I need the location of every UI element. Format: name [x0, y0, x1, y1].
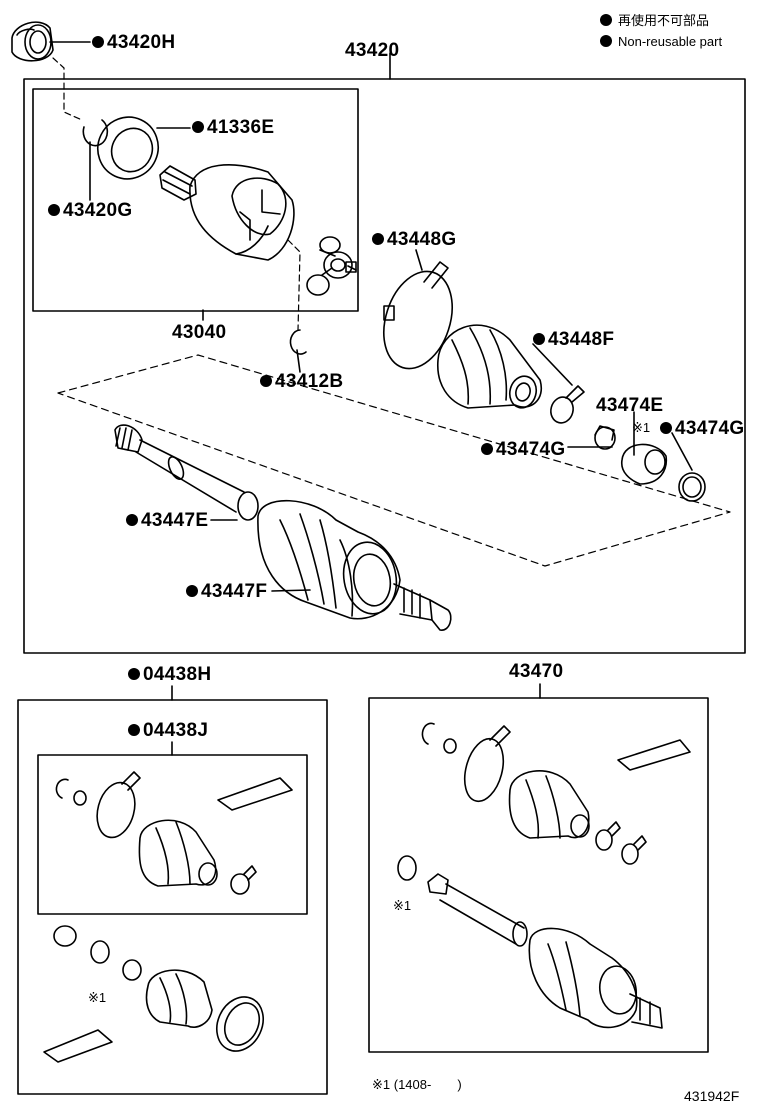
label-43447F: 43447F [186, 582, 267, 602]
boot-43420H-icon [11, 21, 54, 62]
label-43474E: 43474E [596, 395, 664, 416]
bullet-icon [600, 14, 612, 26]
frame-43040 [32, 88, 359, 312]
frame-04438H [17, 699, 328, 1095]
frame-04438J [37, 754, 308, 915]
label-43040: 43040 [172, 322, 227, 343]
kit-04438H-parts-icon [43, 925, 264, 1063]
legend-non-reusable-en: Non-reusable part [600, 33, 722, 51]
snap-ring-43420G-icon [82, 119, 109, 147]
figure-code: 431942F [684, 1088, 740, 1104]
bullet-icon [126, 514, 138, 526]
bullet-icon [48, 204, 60, 216]
label-43420H: 43420H [92, 33, 175, 53]
label-43470: 43470 [509, 661, 564, 682]
bullet-icon [128, 668, 140, 680]
label-43420: 43420 [345, 40, 400, 61]
bullet-icon [186, 585, 198, 597]
label-43412B: 43412B [260, 372, 343, 392]
bullet-icon [192, 121, 204, 133]
dashed-area [57, 354, 731, 567]
label-04438J: 04438J [128, 721, 208, 741]
clamp-43448F-icon [550, 385, 585, 424]
legend-non-reusable-jp: 再使用不可部品 [600, 12, 709, 30]
label-43420G: 43420G [48, 201, 132, 221]
drive-shaft-icon [114, 424, 452, 631]
label-41336E: 41336E [192, 118, 274, 138]
inner-boot-icon [437, 324, 543, 409]
label-43447E: 43447E [126, 511, 208, 531]
frame-43470 [368, 697, 709, 1053]
bullet-icon [128, 724, 140, 736]
label-43448F: 43448F [533, 330, 614, 350]
bullet-icon [481, 443, 493, 455]
label-43474G-left: 43474G [481, 440, 565, 460]
dust-cover-43474E-icon [620, 443, 668, 485]
kit-04438J-parts-icon [55, 771, 293, 895]
bullet-icon [260, 375, 272, 387]
label-04438H: 04438H [128, 665, 211, 685]
joint-housing-icon [159, 164, 295, 261]
ring-43474G-right-icon [678, 472, 706, 502]
bullet-icon [533, 333, 545, 345]
note-mark-3: ※1 [393, 898, 412, 913]
bullet-icon [660, 422, 672, 434]
ring-43474G-left-icon [594, 425, 616, 450]
label-43474G-right: 43474G [660, 419, 744, 439]
note-mark-2: ※1 [88, 990, 107, 1005]
seal-41336E-icon [97, 116, 159, 180]
clip-43412B-icon [289, 329, 307, 355]
kit-43470-parts-icon [397, 722, 691, 1029]
note-mark-1: ※1 [632, 420, 651, 435]
bullet-icon [600, 35, 612, 47]
footnote: ※1 (1408- ) [372, 1077, 462, 1092]
frame-43420 [23, 78, 746, 654]
bullet-icon [372, 233, 384, 245]
bullet-icon [92, 36, 104, 48]
clamp-43448G-icon [383, 261, 453, 370]
tripod-icon [306, 236, 357, 296]
label-43448G: 43448G [372, 230, 456, 250]
